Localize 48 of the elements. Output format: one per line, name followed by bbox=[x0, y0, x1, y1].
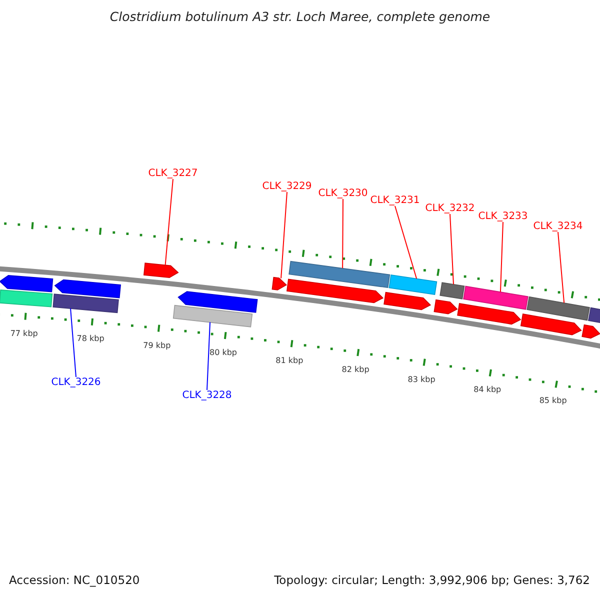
gene-block bbox=[463, 286, 528, 310]
gene-block bbox=[0, 290, 53, 308]
leader-line bbox=[280, 192, 288, 279]
leader-line bbox=[342, 198, 344, 269]
gene-block bbox=[52, 294, 119, 314]
gene-block bbox=[526, 296, 590, 321]
scale-label: 78 kbp bbox=[76, 335, 104, 344]
leader-line bbox=[558, 232, 565, 304]
scale-label: 81 kbp bbox=[276, 356, 304, 366]
gene-feature bbox=[384, 292, 432, 310]
leader-line bbox=[164, 178, 174, 266]
gene-feature bbox=[0, 275, 54, 292]
gene-feature bbox=[434, 299, 458, 314]
gene-feature bbox=[178, 291, 258, 313]
gene-block bbox=[288, 260, 390, 288]
gene-label: CLK_3234 bbox=[533, 221, 583, 232]
gene-label: CLK_3227 bbox=[148, 168, 198, 179]
scale-label: 83 kbp bbox=[408, 376, 436, 384]
leader-line bbox=[450, 214, 454, 285]
scale-label: 85 kbp bbox=[539, 397, 567, 406]
leader-line bbox=[70, 308, 76, 378]
scale-label: 77 kbp bbox=[10, 330, 38, 339]
gene-block bbox=[388, 274, 438, 296]
gene-block bbox=[172, 304, 253, 328]
gene-label: CLK_3229 bbox=[262, 181, 312, 192]
scale-label: 80 kbp bbox=[209, 348, 237, 358]
leader-line bbox=[206, 322, 211, 390]
scale-label: 79 kbp bbox=[143, 342, 171, 350]
gene-block bbox=[588, 307, 600, 324]
gene-label: CLK_3230 bbox=[318, 188, 368, 199]
gene-feature bbox=[582, 324, 600, 339]
gene-feature bbox=[272, 276, 287, 290]
genome-summary: Topology: circular; Length: 3,992,906 bp; Genes: 3,762 bbox=[274, 574, 590, 587]
gene-label: CLK_3226 bbox=[51, 377, 101, 388]
gene-feature bbox=[143, 262, 179, 278]
gene-label: CLK_3233 bbox=[478, 211, 528, 222]
gene-block bbox=[440, 282, 465, 300]
leader-line bbox=[500, 222, 504, 292]
accession-note: Accession: NC_010520 bbox=[9, 574, 140, 587]
title: Clostridium botulinum A3 str. Loch Maree, complete genome bbox=[110, 10, 490, 24]
gene-feature bbox=[54, 279, 122, 298]
scale-label: 82 kbp bbox=[342, 366, 370, 375]
gene-label: CLK_3231 bbox=[370, 195, 420, 206]
gene-label: CLK_3232 bbox=[425, 203, 475, 214]
gene-label: CLK_3228 bbox=[182, 390, 232, 401]
gene-feature bbox=[286, 278, 384, 304]
scale-label: 84 kbp bbox=[474, 386, 502, 395]
leader-line bbox=[394, 206, 418, 280]
